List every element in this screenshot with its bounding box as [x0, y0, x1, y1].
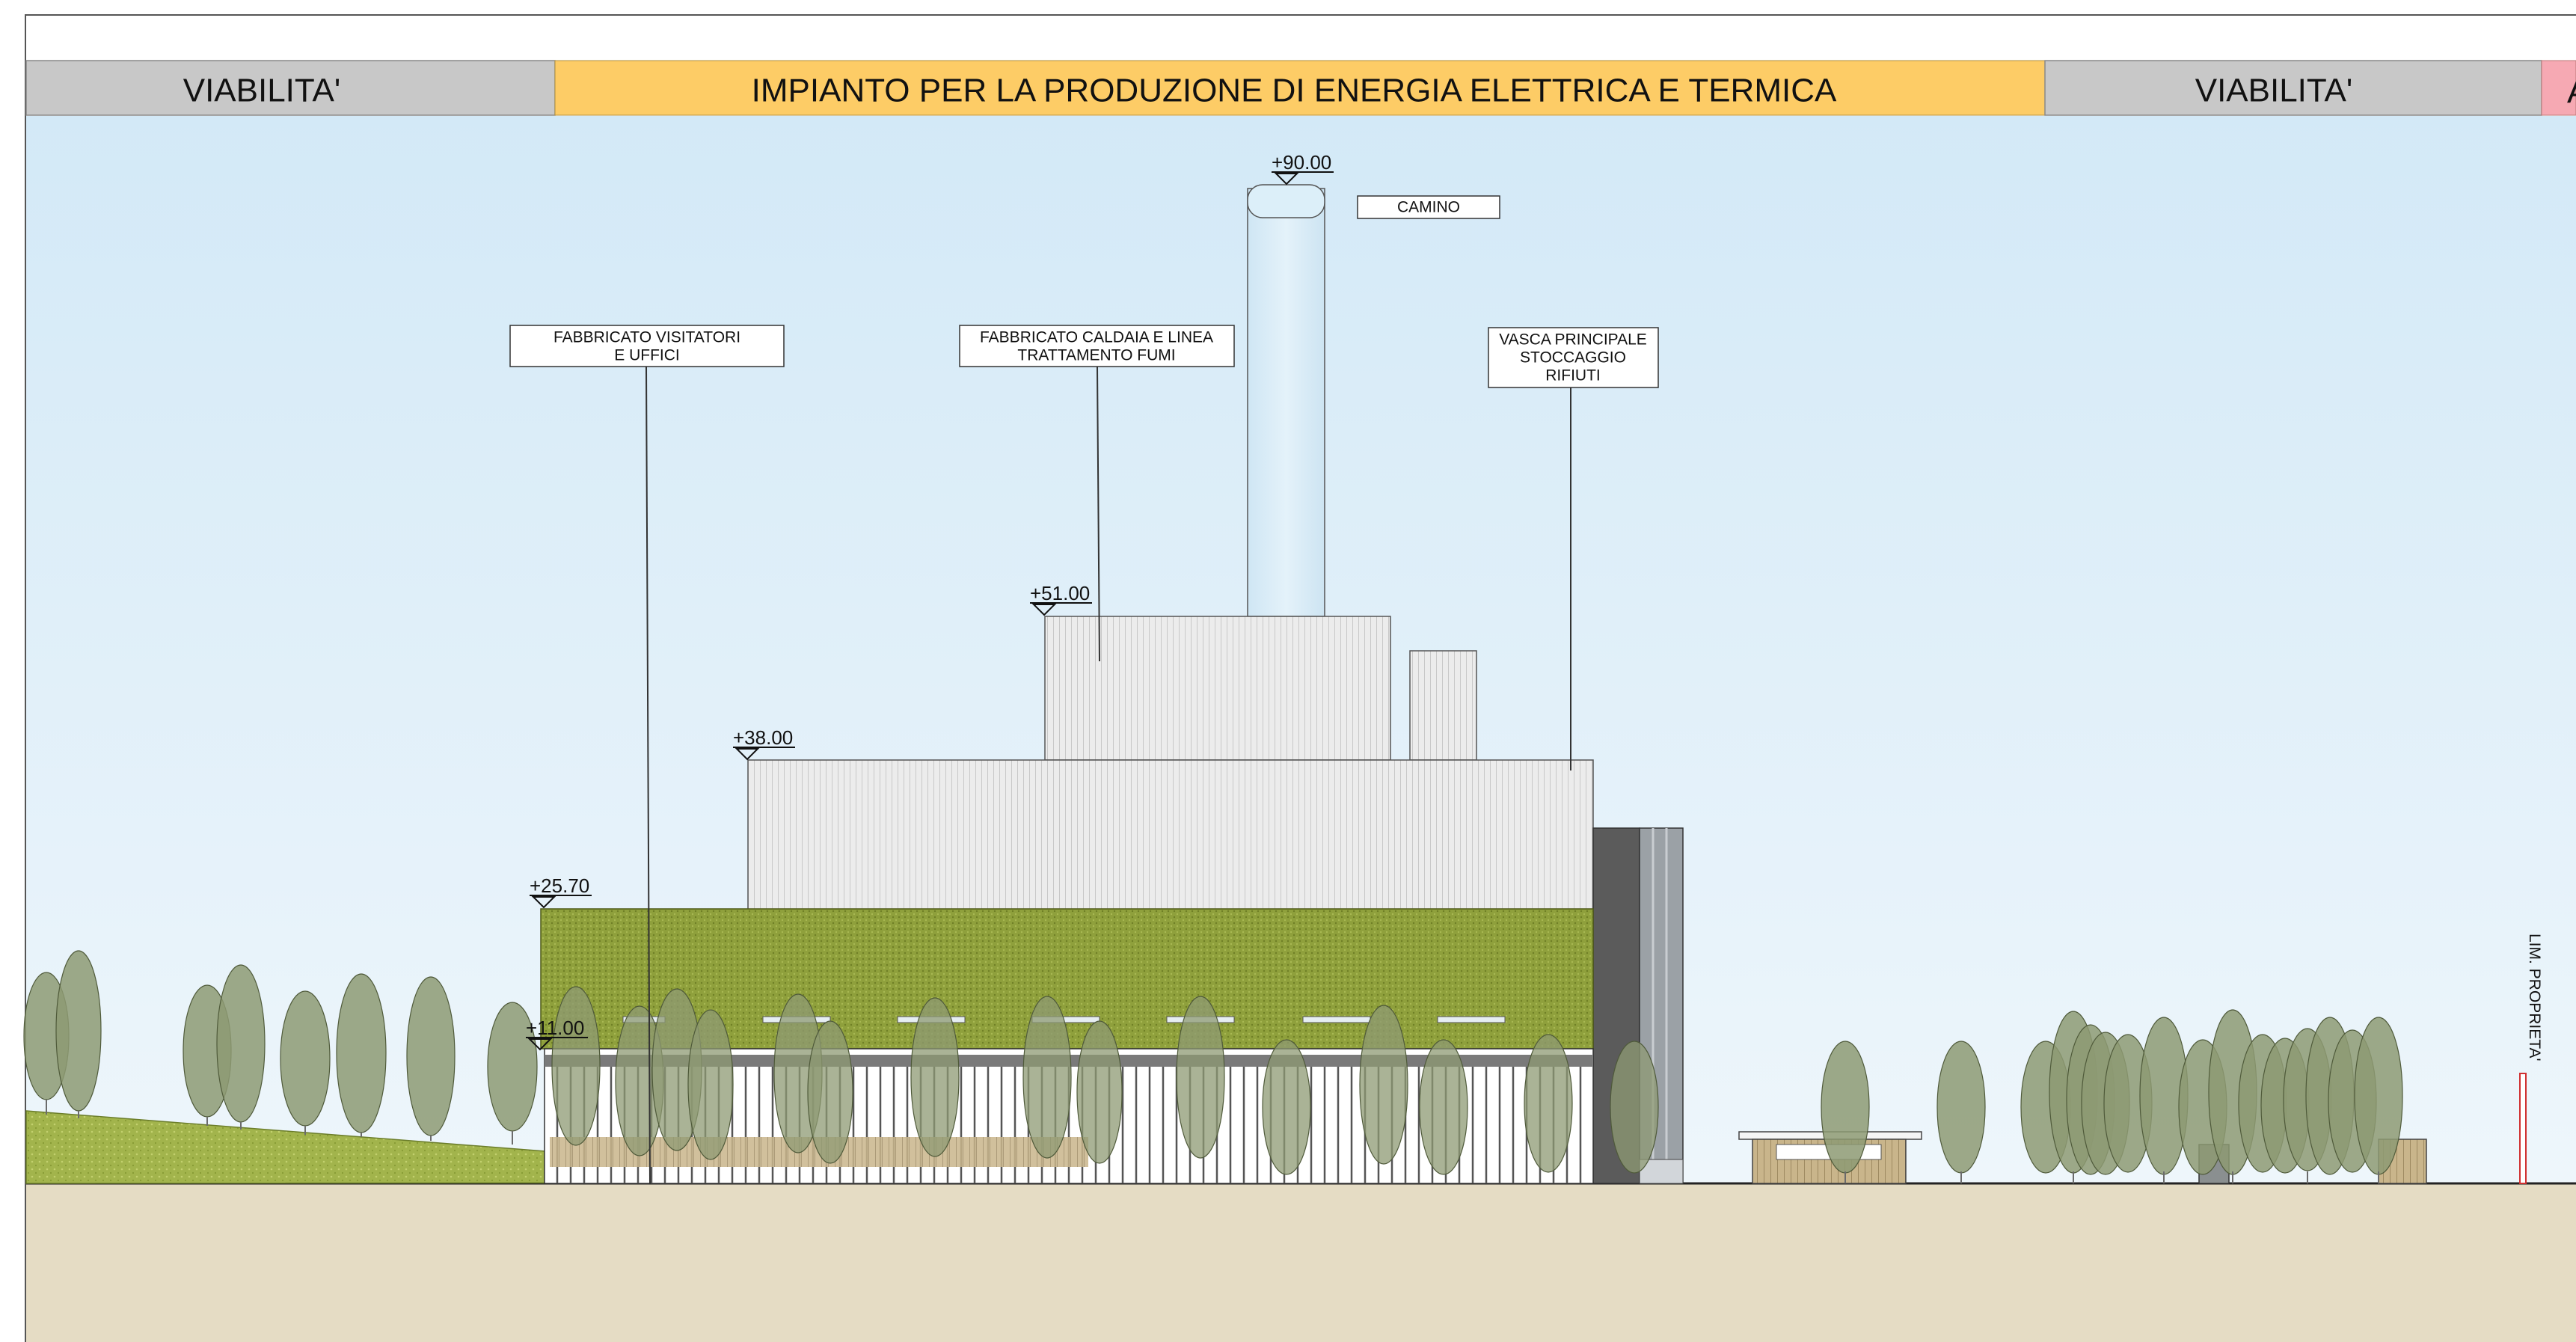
trees-right	[1821, 1009, 2403, 1175]
elevation-marker-main: +38.00	[733, 726, 795, 761]
svg-text:FABBRICATO VISITATORI: FABBRICATO VISITATORI	[553, 329, 740, 346]
boiler-building	[1044, 616, 1477, 761]
tree-trunks-right	[1844, 1171, 2379, 1183]
svg-text:+25.70: +25.70	[530, 874, 589, 897]
label-vasca-principale: VASCA PRINCIPALE STOCCAGGIO RIFIUTI	[1488, 327, 1659, 388]
band-impianto-label: IMPIANTO PER LA PRODUZIONE DI ENERGIA EL…	[752, 73, 1837, 109]
ground	[26, 1183, 2576, 1342]
service-tower	[1592, 827, 1684, 1184]
chimney	[1247, 184, 1325, 617]
svg-text:+38.00: +38.00	[733, 726, 793, 749]
svg-text:TRATTAMENTO FUMI: TRATTAMENTO FUMI	[1017, 347, 1175, 364]
svg-text:RIFIUTI: RIFIUTI	[1545, 367, 1601, 384]
svg-text:+90.00: +90.00	[1272, 151, 1331, 174]
band-edge-label: A	[2567, 74, 2576, 111]
elevation-marker-boiler: +51.00	[1030, 582, 1092, 616]
elevation-marker-base: +11.00	[526, 1017, 588, 1051]
band-impianto	[554, 60, 2046, 116]
svg-text:FABBRICATO CALDAIA E LINEA: FABBRICATO CALDAIA E LINEA	[980, 329, 1213, 346]
band-viabilita-right	[2044, 60, 2542, 116]
property-limit-marker	[2519, 1073, 2527, 1184]
elevation-marker-chimney: +90.00	[1272, 151, 1334, 186]
label-fabbricato-caldaia: FABBRICATO CALDAIA E LINEA TRATTAMENTO F…	[959, 325, 1235, 367]
elevation-marker-green: +25.70	[530, 874, 592, 909]
property-limit-label: LIM. PROPRIETA'	[2526, 934, 2543, 1061]
trees-left	[23, 950, 538, 1136]
band-viabilita-left-label: VIABILITA'	[183, 73, 341, 109]
band-viabilita-right-label: VIABILITA'	[2195, 73, 2353, 109]
svg-text:+51.00: +51.00	[1030, 582, 1090, 604]
header-bands: VIABILITA' IMPIANTO PER LA PRODUZIONE DI…	[25, 60, 2576, 116]
band-edge	[2541, 60, 2576, 116]
leader-lines	[645, 366, 1571, 1184]
svg-text:VASCA PRINCIPALE: VASCA PRINCIPALE	[1499, 331, 1647, 349]
tree-trunks-left	[46, 1100, 513, 1145]
main-building	[747, 759, 1594, 910]
svg-text:+11.00: +11.00	[526, 1017, 584, 1039]
svg-text:E UFFICI: E UFFICI	[614, 347, 680, 364]
label-camino: CAMINO	[1357, 195, 1500, 219]
svg-text:CAMINO: CAMINO	[1397, 199, 1460, 216]
label-fabbricato-visitatori: FABBRICATO VISITATORI E UFFICI	[509, 325, 785, 367]
trees-front	[551, 986, 1659, 1175]
svg-text:STOCCAGGIO: STOCCAGGIO	[1520, 349, 1626, 367]
